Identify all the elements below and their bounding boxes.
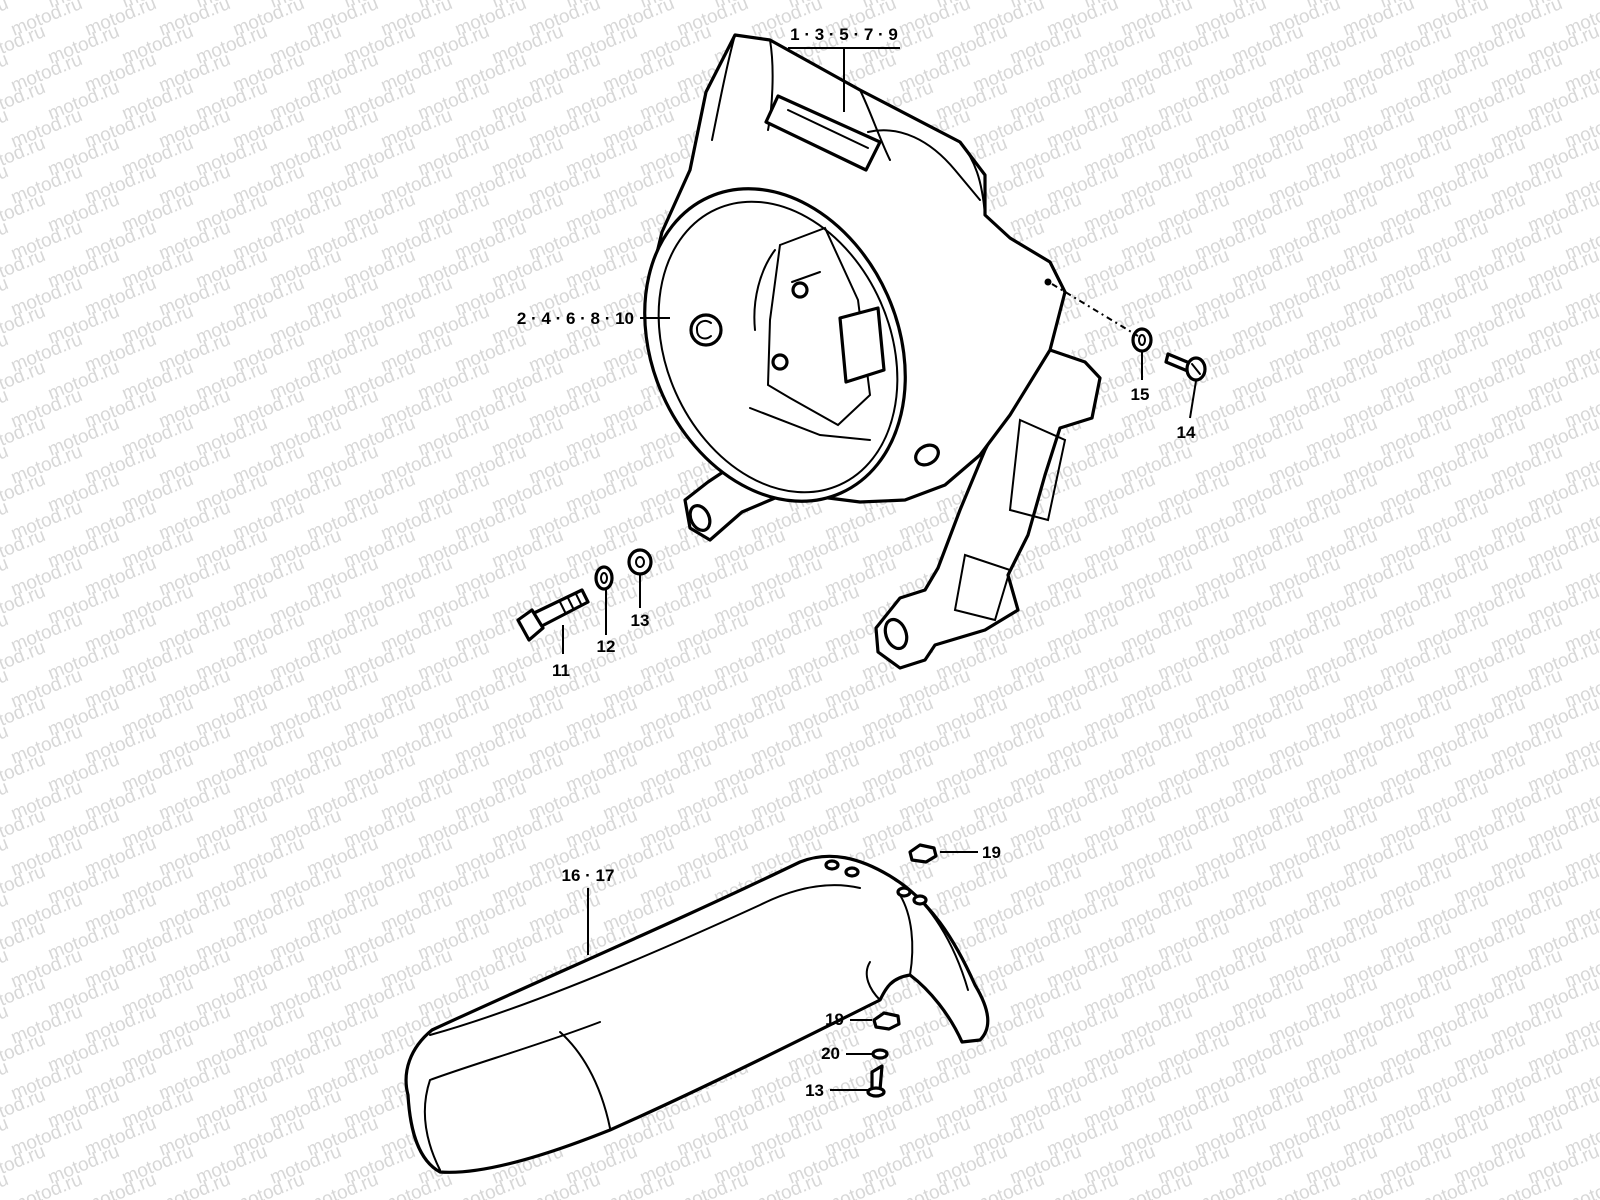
callout-13-lower: 13 bbox=[805, 1081, 824, 1100]
callout-12: 12 bbox=[597, 637, 616, 656]
watermark-text: motod.ru bbox=[0, 1169, 11, 1200]
callout-20: 20 bbox=[821, 1044, 840, 1063]
headlight-housing-icon bbox=[643, 33, 1102, 670]
callout-16-17: 16 · 17 bbox=[562, 866, 615, 885]
callout-19-upper: 19 bbox=[982, 843, 1001, 862]
screw-icon bbox=[866, 1064, 886, 1098]
washer-icon bbox=[594, 565, 614, 591]
callout-13-upper: 13 bbox=[631, 611, 650, 630]
callout-14: 14 bbox=[1177, 423, 1196, 442]
screw-icon bbox=[1164, 352, 1207, 382]
washer-icon bbox=[871, 1048, 889, 1060]
callout-19-lower: 19 bbox=[825, 1010, 844, 1029]
callout-2-4-6-8-10: 2 · 4 · 6 · 8 · 10 bbox=[517, 309, 634, 328]
front-fender-icon bbox=[404, 854, 990, 1174]
leader-lines bbox=[562, 47, 1197, 1091]
nut-icon bbox=[908, 843, 938, 864]
washer-icon bbox=[627, 548, 653, 576]
callout-11: 11 bbox=[552, 661, 570, 680]
callout-1-3-5-7-9: 1 · 3 · 5 · 7 · 9 bbox=[790, 25, 898, 44]
callout-labels: 1 · 3 · 5 · 7 · 9 2 · 4 · 6 · 8 · 10 11 … bbox=[517, 25, 1196, 1100]
nut-icon bbox=[872, 1011, 901, 1031]
bolt-icon bbox=[516, 588, 590, 642]
washer-icon bbox=[1131, 327, 1153, 353]
callout-15: 15 bbox=[1131, 385, 1150, 404]
